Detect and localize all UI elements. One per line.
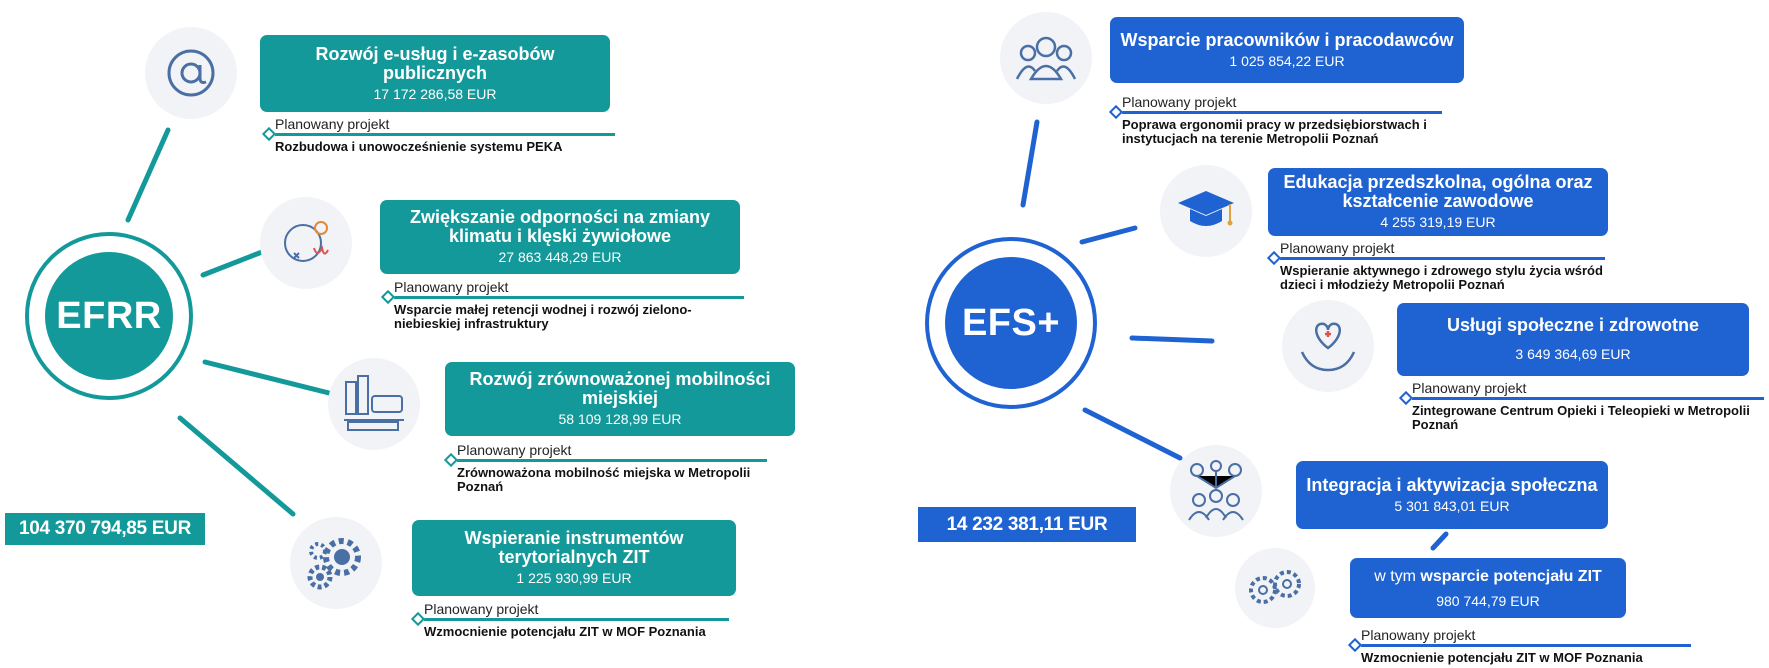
project-name: Wspieranie aktywnego i zdrowego stylu ży… <box>1280 263 1603 292</box>
project-bar <box>275 133 615 136</box>
efs-project-2: Planowany projekt Wspieranie aktywnego i… <box>1280 240 1605 292</box>
gears-person-icon <box>290 517 382 609</box>
hands-heart-icon <box>1282 300 1374 392</box>
project-name: Zintegrowane Centrum Opieki i Teleopieki… <box>1412 403 1750 432</box>
planned-label: Planowany projekt <box>424 601 539 617</box>
people-group-icon <box>1000 12 1092 104</box>
card-amount: 17 172 286,58 EUR <box>373 85 497 102</box>
planned-label: Planowany projekt <box>275 116 390 132</box>
network-people-icon <box>1170 445 1262 537</box>
project-name: Poprawa ergonomii pracy w przedsiębiorst… <box>1122 117 1427 146</box>
card-title: Wspieranie instrumentów terytorialnych Z… <box>464 528 684 567</box>
efs-hub: EFS+ <box>925 237 1097 409</box>
efs-card-social-health: Usługi społeczne i zdrowotne 3 649 364,6… <box>1397 303 1749 376</box>
project-name: Zrównoważona mobilność miejska w Metropo… <box>457 465 751 494</box>
planned-label: Planowany projekt <box>394 279 509 295</box>
card-title: Usługi społeczne i zdrowotne <box>1446 315 1700 335</box>
efrr-card-climate: Zwiększanie odporności na zmiany klimatu… <box>380 200 740 274</box>
card-title: Wsparcie pracowników i pracodawców <box>1120 29 1454 50</box>
project-name: Wzmocnienie potencjału ZIT w MOF Poznani… <box>1361 650 1643 665</box>
project-bar <box>1280 257 1605 260</box>
card-title: w tym wsparcie potencjału ZIT <box>1374 567 1602 586</box>
efs-card-integration: Integracja i aktywizacja społeczna 5 301… <box>1296 461 1608 529</box>
efrr-project-2: Planowany projekt Wsparcie małej retencj… <box>394 279 744 331</box>
planned-label: Planowany projekt <box>1122 94 1237 110</box>
efrr-card-zit: Wspieranie instrumentów terytorialnych Z… <box>412 520 736 596</box>
efrr-hub: EFRR <box>25 232 193 400</box>
card-amount: 58 109 128,99 EUR <box>558 411 682 427</box>
card-amount: 980 744,79 EUR <box>1436 592 1540 609</box>
project-bar <box>424 618 729 621</box>
efs-hub-label: EFS+ <box>961 301 1061 344</box>
planned-label: Planowany projekt <box>457 442 572 458</box>
at-sign-icon <box>145 27 237 119</box>
card-amount: 4 255 319,19 EUR <box>1380 214 1496 230</box>
efs-project-3: Planowany projekt Zintegrowane Centrum O… <box>1412 380 1764 432</box>
sub-title-prefix: w tym <box>1374 567 1421 585</box>
gears-people-icon <box>1235 548 1315 628</box>
efs-total: 14 232 381,11 EUR <box>918 507 1136 542</box>
efrr-card-e-services: Rozwój e-usług i e-zasobów publicznych 1… <box>260 35 610 112</box>
project-name: Wzmocnienie potencjału ZIT w MOF Poznani… <box>424 624 706 639</box>
efs-card-workers: Wsparcie pracowników i pracodawców 1 025… <box>1110 17 1464 83</box>
efrr-project-3: Planowany projekt Zrównoważona mobilność… <box>457 442 767 494</box>
graduation-cap-icon <box>1160 165 1252 257</box>
project-bar <box>1412 397 1764 400</box>
card-amount: 1 225 930,99 EUR <box>516 570 632 586</box>
project-bar <box>457 459 767 462</box>
card-title: Edukacja przedszkolna, ogólna oraz kszta… <box>1283 172 1593 211</box>
card-amount: 27 863 448,29 EUR <box>498 249 622 265</box>
project-name: Wsparcie małej retencji wodnej i rozwój … <box>394 302 692 331</box>
efs-project-1: Planowany projekt Poprawa ergonomii prac… <box>1122 94 1442 146</box>
card-title: Rozwój zrównoważonej mobilności miejskie… <box>469 369 771 408</box>
efs-card-education: Edukacja przedszkolna, ogólna oraz kszta… <box>1268 168 1608 236</box>
card-amount: 1 025 854,22 EUR <box>1229 52 1345 69</box>
planned-label: Planowany projekt <box>1412 380 1527 396</box>
sub-title-bold: wsparcie potencjału ZIT <box>1420 567 1602 585</box>
efrr-hub-label: EFRR <box>56 294 162 337</box>
card-amount: 3 649 364,69 EUR <box>1515 346 1631 362</box>
efrr-card-mobility: Rozwój zrównoważonej mobilności miejskie… <box>445 362 795 436</box>
climate-icon <box>260 197 352 289</box>
project-name: Rozbudowa i unowocześnienie systemu PEKA <box>275 139 563 154</box>
project-bar <box>1122 111 1442 114</box>
card-amount: 5 301 843,01 EUR <box>1394 497 1510 514</box>
efs-project-sub: Planowany projekt Wzmocnienie potencjału… <box>1361 627 1691 665</box>
planned-label: Planowany projekt <box>1361 627 1476 643</box>
project-bar <box>394 296 744 299</box>
card-title: Zwiększanie odporności na zmiany klimatu… <box>409 207 711 246</box>
efrr-project-1: Planowany projekt Rozbudowa i unowocześn… <box>275 116 615 154</box>
planned-label: Planowany projekt <box>1280 240 1395 256</box>
efs-card-zit-support: w tym wsparcie potencjału ZIT 980 744,79… <box>1350 558 1626 618</box>
city-tram-icon <box>328 358 420 450</box>
card-title: Rozwój e-usług i e-zasobów publicznych <box>315 43 555 83</box>
efrr-total: 104 370 794,85 EUR <box>5 513 205 545</box>
efrr-project-4: Planowany projekt Wzmocnienie potencjału… <box>424 601 729 639</box>
project-bar <box>1361 644 1691 647</box>
card-title: Integracja i aktywizacja społeczna <box>1306 474 1598 495</box>
